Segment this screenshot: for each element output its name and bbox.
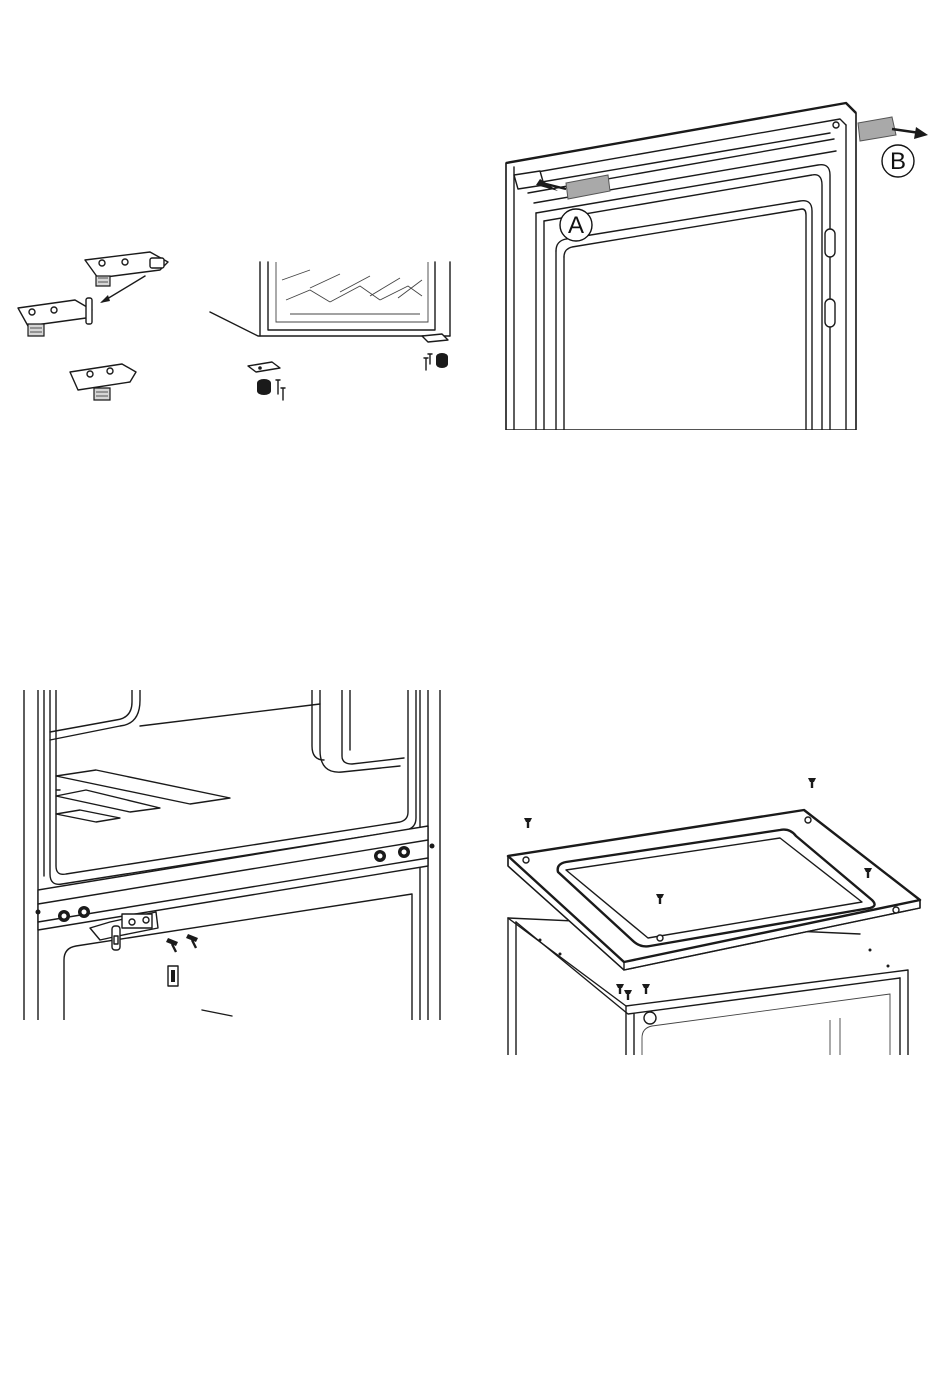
door-top-panel: A B: [500, 95, 940, 430]
callout-a: A: [560, 209, 592, 241]
cabinet-body: [24, 690, 440, 1020]
bottom-hinge-small: [248, 362, 285, 400]
hinge-mounting-panel: [20, 690, 445, 1020]
door-frame: [506, 103, 856, 430]
middle-hinge-bracket: [18, 298, 92, 336]
top-cover-illustration: [500, 770, 925, 1055]
bottom-right-bracket: [422, 334, 448, 370]
hinge-parts-illustration: [10, 240, 480, 420]
hinge-screws: [166, 934, 198, 952]
tape-b: [858, 117, 928, 141]
top-cover-panel: [500, 770, 925, 1055]
top-cover-plate: [508, 810, 920, 970]
upper-hinge-bracket: [85, 252, 168, 286]
foot-plate: [70, 364, 136, 400]
callout-a-label: A: [568, 212, 584, 239]
hinge-mounting-illustration: [20, 690, 445, 1020]
callout-b-label: B: [890, 148, 906, 175]
door-stop-slot: [168, 966, 178, 986]
hinge-parts-panel: [10, 240, 480, 420]
cabinet-base: [210, 262, 450, 336]
door-top-illustration: A B: [500, 95, 940, 430]
callout-b: B: [882, 145, 914, 177]
